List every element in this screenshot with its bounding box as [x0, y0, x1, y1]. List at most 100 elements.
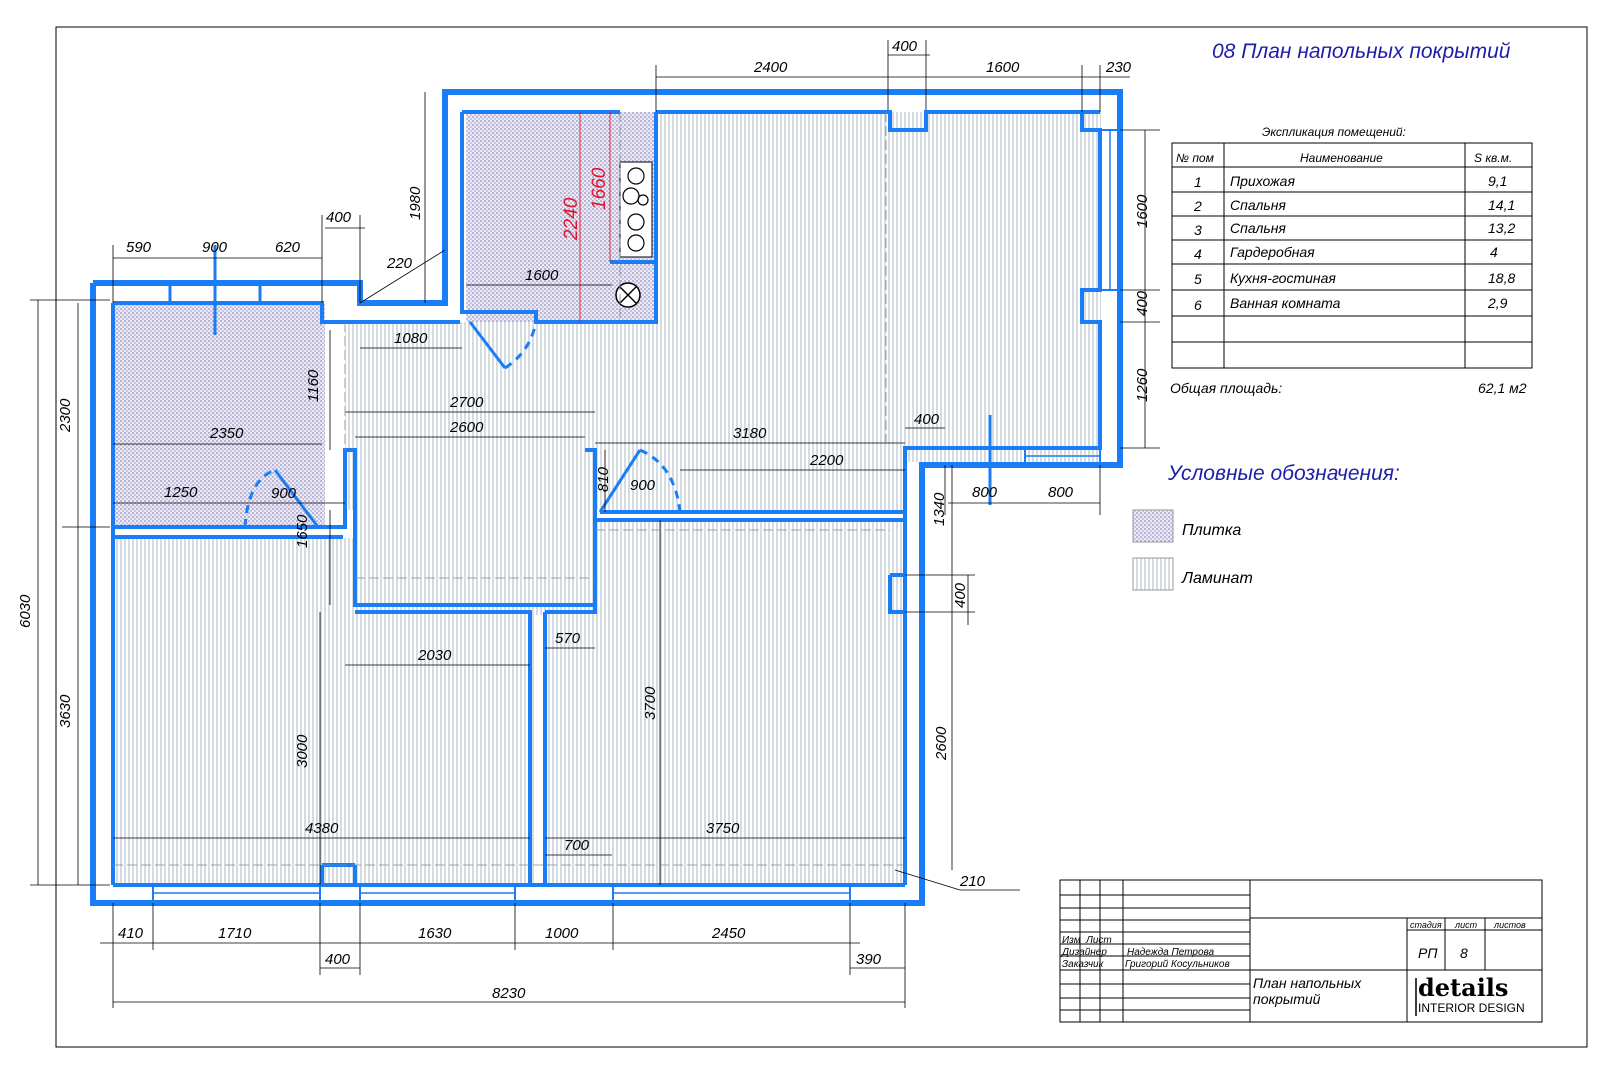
dim-label: 800	[972, 484, 998, 501]
dim-label: 390	[856, 951, 882, 968]
dim-label: 8230	[492, 985, 526, 1002]
dim-label: 410	[118, 925, 144, 942]
dim-label: 2300	[57, 398, 74, 433]
legend-label-tile: Плитка	[1182, 522, 1241, 539]
row-area: 14,1	[1488, 197, 1515, 213]
dim-label: 3630	[57, 694, 74, 728]
dimension-lines	[30, 40, 1160, 1008]
tb-sheet-label: лист	[1454, 920, 1478, 930]
dim-label: 620	[275, 239, 301, 256]
row-num: 4	[1194, 246, 1202, 262]
dim-label: 2030	[417, 647, 452, 664]
col-area: S кв.м.	[1474, 151, 1512, 165]
flooring-fills	[115, 112, 1101, 883]
legend-swatch-laminate	[1132, 557, 1174, 591]
tb-client-name: Григорий Косульников	[1125, 959, 1230, 970]
dim-label: 3700	[642, 686, 659, 720]
dim-label: 1600	[525, 267, 559, 284]
dim-label: 3000	[294, 734, 311, 768]
tb-col-list: Лист	[1085, 935, 1112, 946]
dim-label: 400	[952, 582, 969, 608]
dim-label: 400	[914, 411, 940, 428]
dim-label: 1160	[305, 369, 322, 402]
dim-label-red: 2240	[561, 197, 582, 241]
tb-sheet-title: План напольных покрытий	[1253, 975, 1365, 1007]
dim-label: 700	[564, 837, 590, 854]
dim-label: 400	[892, 38, 918, 55]
dim-label: 2700	[449, 394, 484, 411]
title-block: Изм Лист Дизайнер Надежда Петрова Заказч…	[1059, 879, 1543, 1023]
drain-icon	[615, 282, 641, 308]
dim-label: 230	[1105, 59, 1132, 76]
row-area: 4	[1490, 244, 1498, 260]
dim-label: 1630	[418, 925, 452, 942]
row-name: Гардеробная	[1230, 244, 1315, 260]
col-name: Наименование	[1300, 151, 1383, 165]
tb-stage-label: стадия	[1410, 920, 1442, 930]
dim-label: 1600	[1134, 194, 1151, 228]
dim-label: 1650	[294, 514, 311, 548]
dim-label: 1250	[164, 484, 198, 501]
dim-label: 900	[630, 477, 656, 494]
dim-label: 400	[1134, 290, 1151, 316]
hidden-lines	[113, 112, 905, 866]
row-name: Спальня	[1230, 197, 1286, 213]
row-name: Прихожая	[1230, 173, 1295, 189]
dim-label: 2400	[753, 59, 788, 76]
row-num: 6	[1194, 297, 1202, 313]
dim-label: 570	[555, 630, 581, 647]
explication-heading: Экспликация помещений:	[1262, 125, 1406, 139]
tb-logo-sub: INTERIOR DESIGN	[1418, 1001, 1525, 1015]
dim-label: 2450	[711, 925, 746, 942]
row-area: 9,1	[1488, 173, 1507, 189]
tb-stage-value: РП	[1418, 945, 1438, 961]
dim-label: 1710	[218, 925, 252, 942]
row-name: Кухня-гостиная	[1230, 270, 1336, 286]
total-label: Общая площадь:	[1170, 380, 1282, 396]
row-num: 3	[1194, 222, 1202, 238]
tb-designer-name: Надежда Петрова	[1127, 947, 1215, 958]
dim-label: 6030	[17, 594, 34, 628]
dim-label: 3180	[733, 425, 767, 442]
dim-label: 4380	[305, 820, 339, 837]
tb-sheets-label: листов	[1493, 920, 1526, 930]
dim-label: 900	[202, 239, 228, 256]
legend-label-laminate: Ламинат	[1181, 570, 1253, 587]
dimension-labels: 2400 400 1600 230 1980 400 590 900 620 2…	[17, 38, 1151, 1002]
col-num: № пом	[1176, 151, 1214, 165]
dim-label: 590	[126, 239, 152, 256]
dim-label: 1600	[986, 59, 1020, 76]
dim-label: 3750	[706, 820, 740, 837]
dim-label: 210	[959, 873, 986, 890]
legend-swatch-tile	[1132, 509, 1174, 543]
row-name: Спальня	[1230, 220, 1286, 236]
total-value: 62,1 м2	[1478, 380, 1527, 396]
tb-col-izm: Изм	[1062, 935, 1081, 946]
dim-label: 1260	[1134, 368, 1151, 402]
dim-label: 2600	[449, 419, 484, 436]
row-num: 2	[1193, 198, 1202, 214]
row-area: 2,9	[1487, 295, 1508, 311]
dim-label: 2350	[209, 425, 244, 442]
dim-label-red: 1660	[589, 167, 610, 210]
row-area: 13,2	[1488, 220, 1515, 236]
dim-label: 810	[595, 466, 612, 492]
dim-label: 400	[326, 209, 352, 226]
dim-label: 1000	[545, 925, 579, 942]
explication-table: Экспликация помещений: № пом Наименовани…	[1170, 125, 1533, 396]
drawing-title: 08 План напольных покрытий	[1212, 40, 1511, 63]
dim-label: 2200	[809, 452, 844, 469]
tb-logo: details	[1418, 973, 1508, 1002]
dim-label: 1080	[394, 330, 428, 347]
row-num: 1	[1194, 174, 1202, 190]
dim-label: 400	[325, 951, 351, 968]
tb-client-role: Заказчик	[1062, 959, 1105, 970]
sheet-frame	[55, 26, 1588, 1048]
legend-heading: Условные обозначения:	[1167, 462, 1400, 485]
stove-icon	[619, 161, 653, 258]
row-num: 5	[1194, 271, 1202, 287]
dim-label: 2600	[933, 726, 950, 761]
dim-label: 1980	[407, 186, 424, 220]
dim-label: 220	[386, 255, 413, 272]
